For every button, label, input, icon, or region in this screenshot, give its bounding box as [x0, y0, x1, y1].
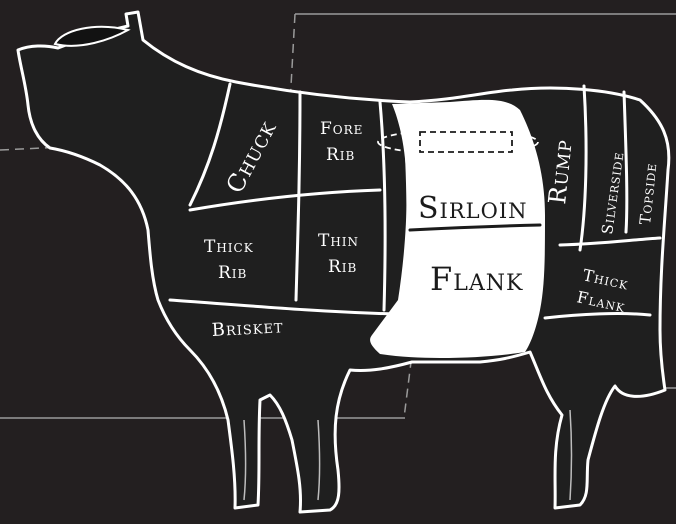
- label-thin-rib-line2: Rib: [328, 257, 357, 277]
- label-fore-rib-line2: Rib: [326, 145, 355, 165]
- label-thick-rib-line1: Thick: [204, 237, 254, 257]
- label-brisket: Brisket: [211, 316, 284, 341]
- label-sirloin: Sirloin: [418, 191, 528, 226]
- label-thin-rib-line1: Thin: [318, 231, 359, 251]
- label-thick-rib-line2: Rib: [218, 263, 247, 283]
- label-flank: Flank: [430, 260, 523, 298]
- label-fore-rib-line1: Fore: [320, 119, 363, 139]
